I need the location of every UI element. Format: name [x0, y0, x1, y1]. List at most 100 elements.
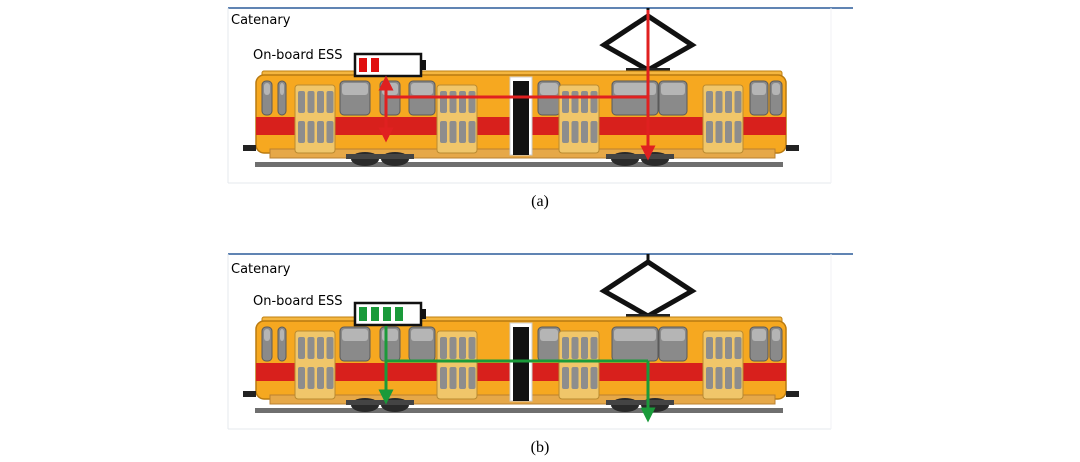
- door-pane: [590, 337, 598, 359]
- door-pane: [326, 367, 334, 389]
- coupler-rear: [786, 391, 799, 397]
- window-glare: [264, 83, 270, 95]
- door-pane: [298, 337, 305, 359]
- bogie: [346, 400, 414, 405]
- door-pane: [326, 91, 334, 113]
- door-pane: [706, 121, 713, 143]
- door-pane: [590, 367, 598, 389]
- door-pane: [317, 121, 324, 143]
- door-pane: [706, 367, 713, 389]
- door-pane: [317, 91, 324, 113]
- pantograph-frame: [599, 259, 697, 319]
- door-pane: [581, 121, 588, 143]
- catenary-label: Catenary: [231, 13, 291, 28]
- door-pane: [440, 337, 447, 359]
- door-pane: [468, 91, 476, 113]
- window-glare: [411, 329, 433, 341]
- door-pane: [298, 367, 305, 389]
- door-pane: [440, 121, 447, 143]
- door-pane: [326, 121, 334, 143]
- door-pane: [307, 337, 315, 359]
- window-glare: [264, 329, 270, 341]
- door-pane: [581, 367, 588, 389]
- door-pane: [725, 367, 732, 389]
- door-pane: [449, 337, 457, 359]
- door-pane: [715, 337, 723, 359]
- door-pane: [562, 367, 569, 389]
- door-pane: [715, 91, 723, 113]
- door-pane: [590, 121, 598, 143]
- door-pane: [734, 91, 742, 113]
- window-glare: [772, 329, 780, 341]
- caption-a: (a): [531, 193, 549, 210]
- window-glare: [540, 329, 558, 341]
- door-pane: [571, 367, 579, 389]
- rail: [255, 408, 783, 413]
- window-glare: [614, 83, 656, 95]
- battery-cell: [359, 58, 367, 72]
- door-pane: [571, 337, 579, 359]
- window-glare: [540, 83, 558, 95]
- door-pane: [468, 121, 476, 143]
- door-pane: [459, 367, 466, 389]
- door-pane: [307, 121, 315, 143]
- ess-label: On-board ESS: [253, 294, 343, 309]
- battery-terminal: [421, 309, 426, 319]
- window-glare: [661, 329, 685, 341]
- door-pane: [590, 91, 598, 113]
- window-glare: [772, 83, 780, 95]
- door-pane: [449, 91, 457, 113]
- battery-cell: [383, 307, 391, 321]
- bogie: [346, 154, 414, 159]
- caption-b: (b): [530, 439, 550, 456]
- door-pane: [725, 121, 732, 143]
- door-pane: [307, 367, 315, 389]
- door-pane: [317, 367, 324, 389]
- door-pane: [459, 121, 466, 143]
- tram: [243, 70, 799, 166]
- battery-cell: [359, 307, 367, 321]
- door-pane: [459, 91, 466, 113]
- door-pane: [459, 337, 466, 359]
- door-pane: [571, 91, 579, 113]
- coupler-rear: [786, 145, 799, 151]
- door-pane: [734, 337, 742, 359]
- door-pane: [734, 121, 742, 143]
- window-glare: [280, 83, 284, 95]
- catenary-label: Catenary: [231, 262, 291, 277]
- door-pane: [317, 337, 324, 359]
- battery-cell: [371, 58, 379, 72]
- coupler-front: [243, 391, 256, 397]
- panel-a: Catenary On-board ESS (a): [227, 7, 853, 210]
- window-glare: [342, 83, 368, 95]
- tram-diagram-b: [227, 253, 853, 430]
- window-glare: [752, 83, 766, 95]
- window-glare: [382, 329, 398, 341]
- rail: [255, 162, 783, 167]
- window-glare: [614, 329, 656, 341]
- window-glare: [661, 83, 685, 95]
- articulation-bellows: [513, 81, 529, 155]
- window-glare: [280, 329, 284, 341]
- door-pane: [734, 367, 742, 389]
- door-pane: [581, 91, 588, 113]
- door-pane: [581, 337, 588, 359]
- door-pane: [307, 91, 315, 113]
- window-glare: [382, 83, 398, 95]
- tram-diagram-a: [227, 7, 853, 184]
- battery-terminal: [421, 60, 426, 70]
- door-pane: [440, 91, 447, 113]
- tram: [243, 316, 799, 412]
- door-pane: [706, 337, 713, 359]
- door-pane: [725, 337, 732, 359]
- door-pane: [706, 91, 713, 113]
- door-pane: [449, 367, 457, 389]
- door-pane: [562, 337, 569, 359]
- door-pane: [725, 91, 732, 113]
- door-pane: [562, 121, 569, 143]
- window-glare: [411, 83, 433, 95]
- articulation-bellows: [513, 327, 529, 401]
- door-pane: [468, 367, 476, 389]
- door-pane: [715, 121, 723, 143]
- door-pane: [571, 121, 579, 143]
